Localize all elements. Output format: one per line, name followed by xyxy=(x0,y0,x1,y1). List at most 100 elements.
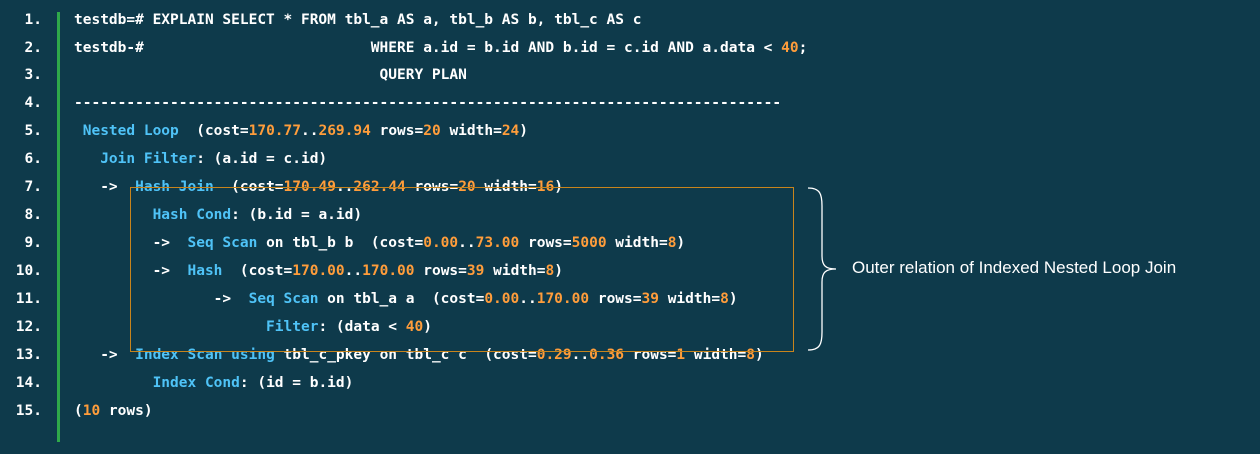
code-token: on tbl_b b (cost= xyxy=(257,235,424,251)
numeric-token: 269.94 xyxy=(318,123,371,139)
code-text: QUERY PLAN xyxy=(74,62,467,88)
code-token: ) xyxy=(554,263,563,279)
code-token: (cost= xyxy=(222,263,293,279)
code-token: rows) xyxy=(100,403,153,419)
plan-keyword: Hash Cond xyxy=(74,207,232,223)
code-line: 14. Index Cond: (id = b.id) xyxy=(0,370,1260,396)
code-token: ) xyxy=(676,235,686,251)
code-line: 5. Nested Loop (cost=170.77..269.94 rows… xyxy=(0,118,1260,144)
numeric-token: 170.00 xyxy=(536,291,590,307)
line-number: 10. xyxy=(15,263,42,279)
line-number: 14. xyxy=(15,375,42,391)
plan-keyword: Hash xyxy=(178,263,223,279)
code-token: ) xyxy=(423,319,432,335)
code-token: testdb-# WHERE a.id = b.id AND b.id = c.… xyxy=(74,40,782,56)
code-token: rows= xyxy=(589,291,642,307)
code-text: Hash Cond: (b.id = a.id) xyxy=(74,202,363,228)
code-token: testdb=# EXPLAIN SELECT * FROM tbl_a AS … xyxy=(74,12,642,28)
line-number: 7. xyxy=(24,179,42,195)
code-text: -> Hash (cost=170.00..170.00 rows=39 wid… xyxy=(74,258,563,284)
plan-keyword: Index Cond xyxy=(74,375,240,391)
code-token: ; xyxy=(798,40,808,56)
code-token: rows= xyxy=(414,263,467,279)
curly-brace-icon xyxy=(807,187,837,351)
numeric-token: 73.00 xyxy=(475,235,520,251)
code-token: .. xyxy=(458,235,476,251)
code-token: width= xyxy=(440,123,502,139)
code-token: -> xyxy=(74,179,127,195)
code-line: 15. (10 rows) xyxy=(0,398,1260,424)
code-line: 1. testdb=# EXPLAIN SELECT * FROM tbl_a A… xyxy=(0,7,1260,33)
code-text: -> Seq Scan on tbl_b b (cost=0.00..73.00… xyxy=(74,230,686,256)
code-text: -> Seq Scan on tbl_a a (cost=0.00..170.0… xyxy=(74,286,738,312)
line-number: 3. xyxy=(24,67,42,83)
line-number: 12. xyxy=(15,319,42,335)
numeric-token: 8 xyxy=(720,291,729,307)
code-token: on tbl_a a (cost= xyxy=(318,291,485,307)
numeric-token: 0.00 xyxy=(423,235,459,251)
plan-keyword: Join Filter xyxy=(74,151,197,167)
code-token: ) xyxy=(519,123,529,139)
numeric-token: 170.00 xyxy=(362,263,415,279)
outer-relation-box xyxy=(130,187,794,352)
code-line: 3. QUERY PLAN xyxy=(0,62,1260,88)
code-token: ( xyxy=(74,403,83,419)
numeric-token: 1 xyxy=(676,347,686,363)
code-line: 11. -> Seq Scan on tbl_a a (cost=0.00..1… xyxy=(0,286,1260,312)
line-number: 5. xyxy=(24,123,42,139)
numeric-token: 10 xyxy=(82,403,101,419)
code-token: -> xyxy=(74,235,179,251)
code-text: (10 rows) xyxy=(74,398,153,424)
line-number: 2. xyxy=(24,40,42,56)
code-text: ----------------------------------------… xyxy=(74,90,781,116)
numeric-token: 40 xyxy=(405,319,424,335)
code-token: rows= xyxy=(519,235,572,251)
code-token: -> xyxy=(74,347,127,363)
numeric-token: 0.00 xyxy=(484,291,520,307)
code-token: ) xyxy=(728,291,738,307)
code-token: width= xyxy=(484,263,546,279)
gutter-divider xyxy=(57,12,60,442)
code-token: : (a.id = c.id) xyxy=(196,151,328,167)
code-token: -> xyxy=(74,263,179,279)
code-token: : (data < xyxy=(318,319,406,335)
line-number: 11. xyxy=(15,291,42,307)
code-token: ) xyxy=(755,347,764,363)
code-line: 12. Filter: (data < 40) xyxy=(0,314,1260,340)
code-line: 2. testdb-# WHERE a.id = b.id AND b.id = … xyxy=(0,35,1260,61)
line-number: 9. xyxy=(24,235,42,251)
line-number: 4. xyxy=(24,95,42,111)
code-line: 10. -> Hash (cost=170.00..170.00 rows=39… xyxy=(0,258,1260,284)
code-token: (cost= xyxy=(178,123,249,139)
code-line: 9. -> Seq Scan on tbl_b b (cost=0.00..73… xyxy=(0,230,1260,256)
line-number: 1. xyxy=(24,12,42,28)
code-text: Nested Loop (cost=170.77..269.94 rows=20… xyxy=(74,118,528,144)
line-number: 8. xyxy=(24,207,42,223)
code-text: Index Cond: (id = b.id) xyxy=(74,370,354,396)
numeric-token: 20 xyxy=(423,123,441,139)
code-token: ----------------------------------------… xyxy=(74,95,782,111)
numeric-token: 8 xyxy=(667,235,677,251)
plan-keyword: Filter xyxy=(74,319,319,335)
code-text: testdb=# EXPLAIN SELECT * FROM tbl_a AS … xyxy=(74,7,641,33)
code-token: .. xyxy=(301,123,319,139)
line-number: 6. xyxy=(24,151,42,167)
code-token: rows= xyxy=(370,123,424,139)
numeric-token: 5000 xyxy=(571,235,607,251)
numeric-token: 39 xyxy=(466,263,485,279)
line-number: 15. xyxy=(15,403,42,419)
code-token: width= xyxy=(606,235,668,251)
code-token: QUERY PLAN xyxy=(74,67,467,83)
plan-keyword: Nested Loop xyxy=(74,123,179,139)
code-token: .. xyxy=(344,263,363,279)
code-text: Join Filter: (a.id = c.id) xyxy=(74,146,327,172)
code-text: Filter: (data < 40) xyxy=(74,314,432,340)
code-token: .. xyxy=(519,291,537,307)
code-line: 8. Hash Cond: (b.id = a.id) xyxy=(0,202,1260,228)
plan-keyword: Seq Scan xyxy=(239,291,319,307)
line-number: 13. xyxy=(15,347,42,363)
code-text: testdb-# WHERE a.id = b.id AND b.id = c.… xyxy=(74,35,807,61)
code-token: : (b.id = a.id) xyxy=(231,207,363,223)
numeric-token: 39 xyxy=(641,291,659,307)
